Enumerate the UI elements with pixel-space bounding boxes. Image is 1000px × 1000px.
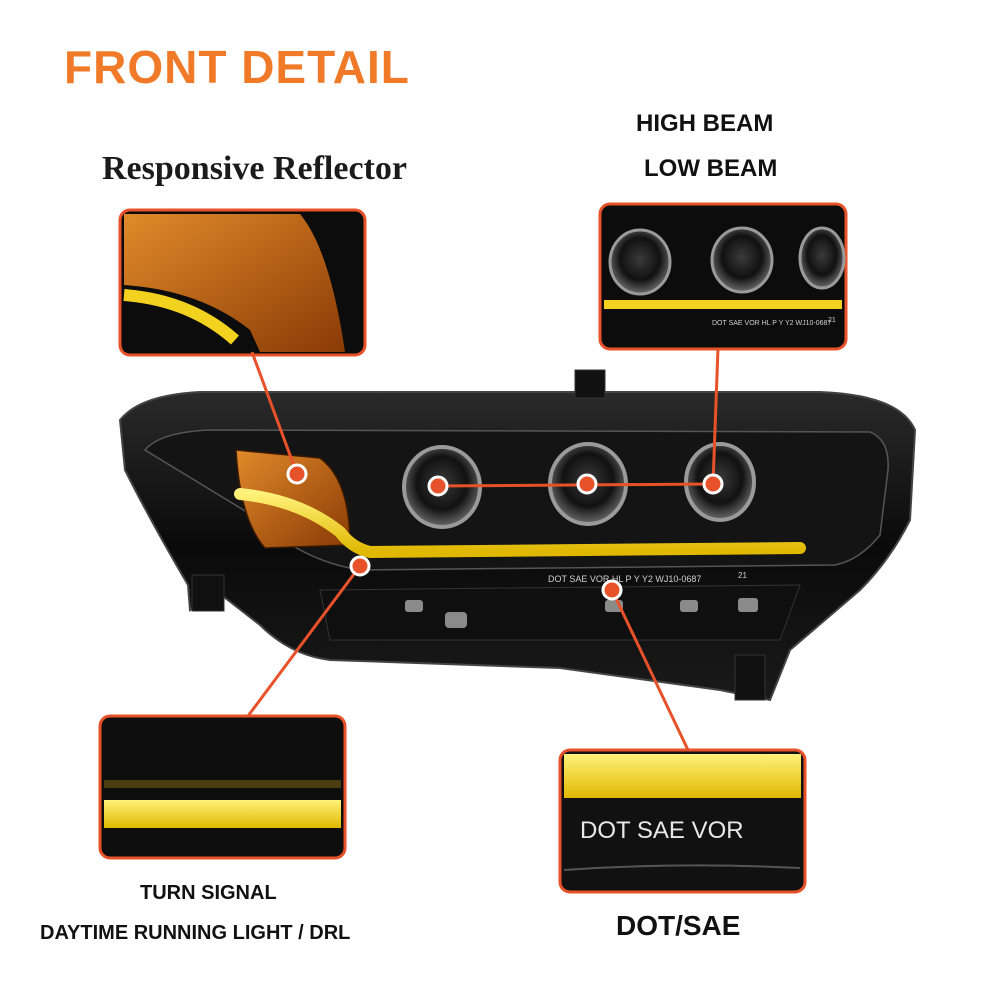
low-beam-label: LOW BEAM <box>644 155 778 182</box>
beam-inset-marking: DOT SAE VOR HL P Y Y2 WJ10-0687 <box>712 320 831 327</box>
lower-leds <box>405 598 758 628</box>
page-title: FRONT DETAIL <box>64 41 410 93</box>
turn-signal-inset <box>98 714 347 860</box>
responsive-reflector-heading: Responsive Reflector <box>102 150 407 187</box>
lens-marking: DOT SAE VOR HL P Y Y2 WJ10-0687 <box>548 574 701 584</box>
lens-marking-number: 21 <box>738 571 747 580</box>
beam-inset-number: 21 <box>828 317 836 324</box>
drl-label: DAYTIME RUNNING LIGHT / DRL <box>40 922 351 944</box>
turn-signal-label: TURN SIGNAL <box>140 882 277 904</box>
high-beam-label: HIGH BEAM <box>636 110 774 137</box>
headlight-housing <box>118 369 917 702</box>
callout-dots <box>286 463 724 601</box>
beam-inset: DOT SAE VOR HL P Y Y2 WJ10-0687 21 <box>598 202 848 351</box>
dot-inset-marking: DOT SAE VOR <box>580 817 744 844</box>
dot-sae-label: DOT/SAE <box>616 910 741 941</box>
callout-lines <box>246 347 720 751</box>
dot-sae-inset: DOT SAE VOR <box>558 748 807 894</box>
drl-light-bar <box>234 488 806 559</box>
reflector-inset <box>118 208 367 357</box>
